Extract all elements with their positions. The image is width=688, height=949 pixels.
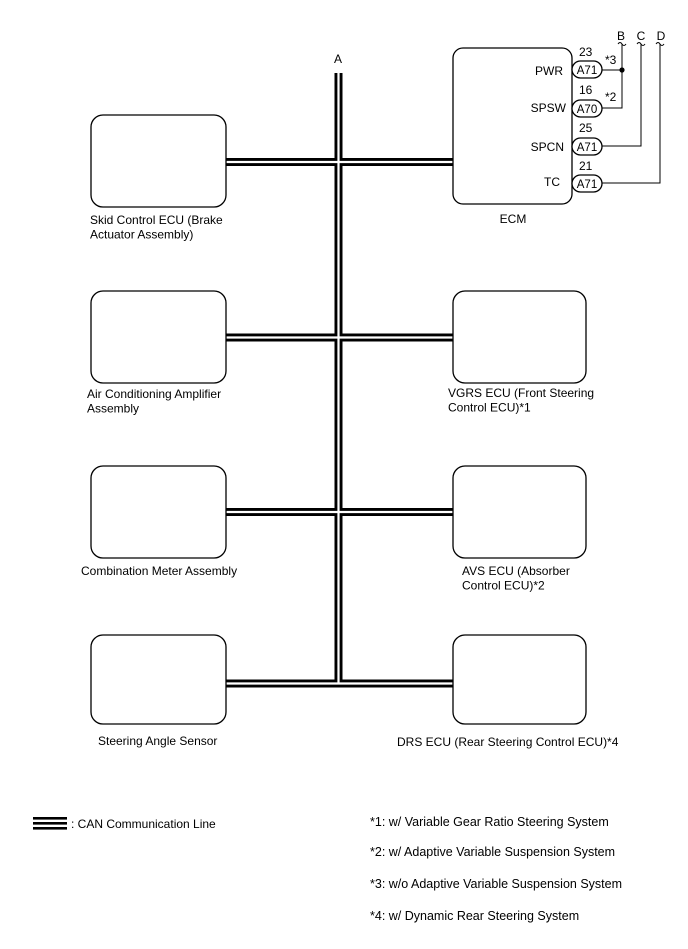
ecm-label-line1: ECM [500,212,527,226]
terminal-label-d: D [657,29,666,43]
drs-ecu-label: DRS ECU (Rear Steering Control ECU)*4 [397,735,619,749]
steering-angle-sensor-label: Steering Angle Sensor [98,734,217,748]
avs-ecu-box [452,465,587,559]
footnote-2: *2: w/ Adaptive Variable Suspension Syst… [370,845,615,859]
avs-ecu-label: AVS ECU (Absorber Control ECU)*2 [462,564,573,593]
ecm-pin-note-pwr: *3 [605,53,617,67]
ecm-box [452,47,573,205]
wire-spsw [602,44,623,109]
air-conditioning-amplifier-label-line2: Assembly [87,402,139,416]
can-bus-core [226,73,453,685]
air-conditioning-amplifier-label-line1: Air Conditioning Amplifier [87,387,221,401]
terminal-label-b: B [617,29,625,43]
ecm-pin-number-spcn: 25 [579,121,593,135]
ecm-wires [602,42,665,184]
can-bus [226,73,453,688]
legend: : CAN Communication Line [33,817,216,831]
wire-spcn [602,44,642,147]
ecm-pin-number-pwr: 23 [579,45,593,59]
connector-code-pwr: A71 [577,65,597,77]
skid-control-ecu-box [90,114,227,208]
wire-break-mark-d [655,42,665,46]
ecm-signal-spcn: SPCN [531,140,564,154]
connector-code-spsw: A70 [577,104,597,116]
avs-ecu-label-line1: AVS ECU (Absorber [462,564,570,578]
ecm-signal-spsw: SPSW [531,101,567,115]
legend-can-line-bottom [33,827,67,830]
legend-text: : CAN Communication Line [71,817,216,831]
vgrs-ecu-label: VGRS ECU (Front Steering Control ECU)*1 [448,386,597,415]
footnote-3: *3: w/o Adaptive Variable Suspension Sys… [370,877,622,891]
air-conditioning-amplifier-box [90,290,227,384]
legend-can-line-top [33,817,67,820]
skid-control-ecu-label-line2: Actuator Assembly) [90,228,193,242]
vgrs-ecu-box [452,290,587,384]
legend-can-line-mid [33,822,67,825]
terminal-label-c: C [637,29,646,43]
skid-control-ecu-label: Skid Control ECU (Brake Actuator Assembl… [90,213,226,242]
drs-ecu-label-line1: DRS ECU (Rear Steering Control ECU)*4 [397,735,619,749]
wire-break-mark-c [636,42,646,46]
skid-control-ecu-label-line1: Skid Control ECU (Brake [90,213,223,227]
ecm-pin-number-spsw: 16 [579,83,593,97]
avs-ecu-label-line2: Control ECU)*2 [462,579,545,593]
splice-point [619,67,625,73]
footnote-1: *1: w/ Variable Gear Ratio Steering Syst… [370,815,609,829]
ecm-label: ECM [500,212,527,226]
combination-meter-label: Combination Meter Assembly [81,564,237,578]
drs-ecu-box [452,634,587,725]
connector-code-spcn: A71 [577,142,597,154]
vgrs-ecu-label-line1: VGRS ECU (Front Steering [448,386,594,400]
footnote-4: *4: w/ Dynamic Rear Steering System [370,909,579,923]
combination-meter-label-line1: Combination Meter Assembly [81,564,237,578]
ecm-pin-note-spsw: *2 [605,90,617,104]
wire-break-mark-b [617,42,627,46]
ecm-signal-tc: TC [544,175,560,189]
steering-angle-sensor-box [90,634,227,725]
connector-code-tc: A71 [577,179,597,191]
combination-meter-box [90,465,227,559]
ecm-signal-pwr: PWR [535,64,563,78]
wire-tc [602,44,661,184]
vgrs-ecu-label-line2: Control ECU)*1 [448,401,531,415]
bus-label: A [334,52,342,66]
air-conditioning-amplifier-label: Air Conditioning Amplifier Assembly [87,387,224,416]
steering-angle-sensor-label-line1: Steering Angle Sensor [98,734,217,748]
ecm-pin-number-tc: 21 [579,159,593,173]
